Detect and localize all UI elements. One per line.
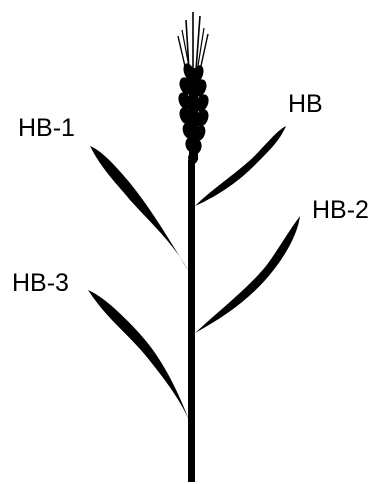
label-hb-2: HB-2 (312, 196, 369, 224)
stem (188, 160, 195, 482)
label-hb-1: HB-1 (18, 114, 75, 142)
label-hb-3: HB-3 (12, 269, 69, 297)
spike-head (176, 12, 211, 164)
leaf-hb-3 (88, 290, 189, 420)
leaf-hb-1 (90, 146, 189, 272)
leaf-hb-2 (195, 216, 300, 333)
label-hb: HB (288, 90, 323, 118)
leaf-hb (195, 126, 286, 206)
